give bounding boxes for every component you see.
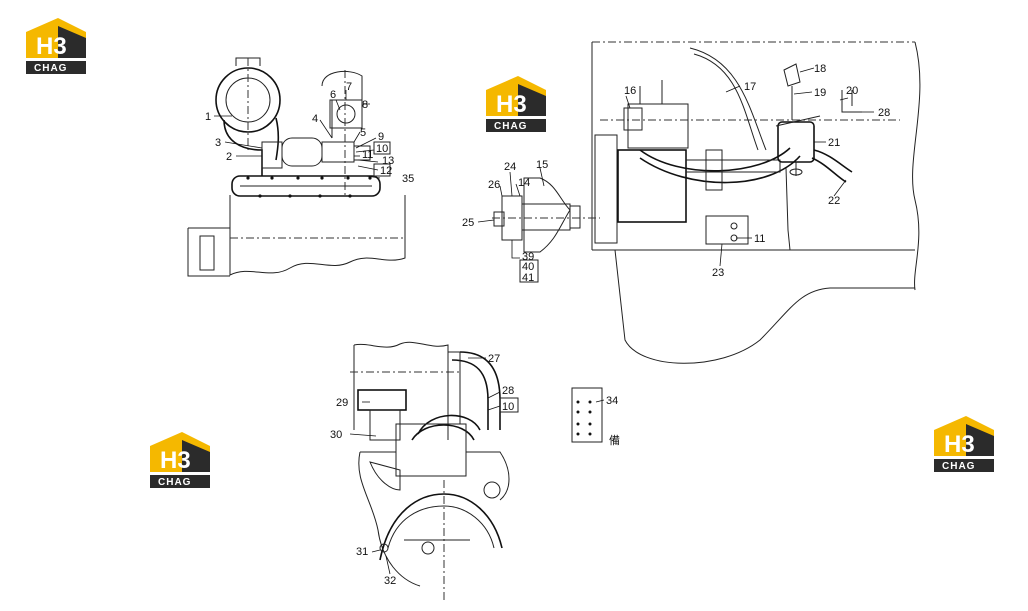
turbo-manifold-assembly (187, 57, 406, 277)
part-label-27: 27 (488, 353, 500, 365)
part-label-21: 21 (828, 137, 840, 149)
part-label-18: 18 (814, 63, 826, 75)
svg-text:H3: H3 (944, 431, 975, 458)
part-label-9: 9 (378, 131, 384, 143)
part-label-4: 4 (312, 113, 318, 125)
part-label-7: 7 (346, 81, 352, 93)
part-label-5: 5 (360, 127, 366, 139)
part-label-26: 26 (488, 179, 500, 191)
part-label-39: 39 (522, 251, 534, 263)
part-label-14: 14 (518, 177, 530, 189)
part-label-6: 6 (330, 89, 336, 101)
part-label-34: 34 (606, 395, 618, 407)
part-label-31: 31 (356, 546, 368, 558)
part-label-20: 20 (846, 85, 858, 97)
svg-text:CHAG: CHAG (34, 63, 67, 74)
part-label-17: 17 (744, 81, 756, 93)
part-label-35: 35 (402, 173, 414, 185)
part-label-41: 41 (522, 272, 534, 284)
part-label-22: 22 (828, 195, 840, 207)
part-label-8: 8 (362, 99, 368, 111)
part-label-12: 12 (380, 165, 392, 177)
leader-lines (214, 67, 874, 575)
part-label-40: 40 (522, 261, 534, 273)
part-label-28-top: 28 (878, 107, 890, 119)
plate-34: 備 (571, 387, 620, 447)
part-label-10-bottom: 10 (502, 401, 514, 413)
svg-text:CHAG: CHAG (158, 477, 191, 488)
part-label-13: 13 (382, 155, 394, 167)
part-label-11-right: 11 (754, 233, 765, 245)
part-label-32: 32 (384, 575, 396, 587)
svg-text:H3: H3 (160, 447, 191, 474)
callout-boxes (373, 141, 539, 413)
part-label-23: 23 (712, 267, 724, 279)
svg-text:H3: H3 (36, 33, 67, 60)
part-label-25: 25 (462, 217, 474, 229)
brand-logo-top-left: H3 CHAG (26, 18, 86, 74)
part-number-labels: 1 2 3 4 5 6 7 8 9 10 11 12 13 35 16 17 1… (205, 63, 890, 587)
part-label-30: 30 (330, 429, 342, 441)
part-label-24: 24 (504, 161, 516, 173)
part-label-10: 10 (376, 143, 388, 155)
part-label-2: 2 (226, 151, 232, 163)
part-label-3: 3 (215, 137, 221, 149)
part-label-1: 1 (205, 111, 211, 123)
svg-text:CHAG: CHAG (942, 461, 975, 472)
part-label-15: 15 (536, 159, 548, 171)
brand-logo-right: H3 CHAG (934, 416, 994, 472)
part-label-16: 16 (624, 85, 636, 97)
annotation-note: 備 (609, 434, 620, 447)
compressor-assembly (492, 41, 921, 364)
part-label-28-bottom: 28 (502, 385, 514, 397)
lower-pipe-assembly (350, 341, 510, 600)
part-label-19: 19 (814, 87, 826, 99)
svg-text:CHAG: CHAG (494, 121, 527, 132)
brand-logo-bottom-left: H3 CHAG (150, 432, 210, 488)
svg-text:H3: H3 (496, 91, 527, 118)
brand-logo-center: H3 CHAG (486, 76, 546, 132)
part-label-29: 29 (336, 397, 348, 409)
part-label-11: 11 (362, 149, 373, 161)
